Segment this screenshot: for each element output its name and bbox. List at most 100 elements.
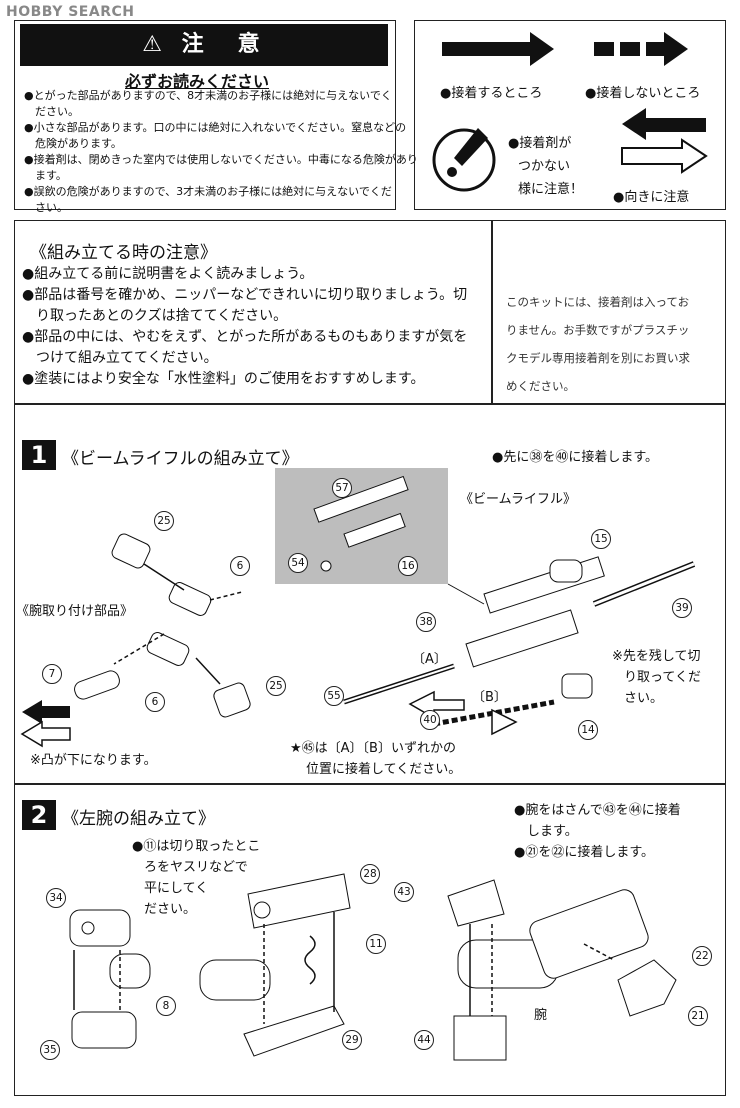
rifle-label: 《ビームライフル》 — [460, 492, 576, 507]
bump-note: ※凸が下になります。 — [30, 753, 157, 768]
warning-item: ●小さな部品があります。口の中には絶対に入れないでください。窒息などの — [24, 121, 407, 134]
part-number-35: 35 — [40, 1040, 60, 1060]
legend-no-glue: ●接着しないところ — [585, 86, 701, 101]
glue-arm-note-line: ●㉑を㉒に接着します。 — [514, 845, 655, 860]
part-number-15: 15 — [591, 529, 611, 549]
cut-note-line: さい。 — [624, 691, 664, 706]
section1-number: 1 — [22, 440, 56, 470]
assembly-note-item: ●組み立てる前に説明書をよく読みましょう。 — [22, 266, 314, 282]
section2-diagram — [69, 873, 677, 1061]
file-note-line: ●⑪は切り取ったとこ — [132, 839, 261, 854]
part-number-57: 57 — [332, 478, 352, 498]
section1-box — [14, 404, 726, 784]
cut-note-line: ※先を残して切 — [612, 649, 701, 664]
part-number-40: 40 — [420, 710, 440, 730]
glue-arm-note-line: ●腕をはさんで㊸を㊹に接着 — [514, 803, 681, 818]
assembly-notes-divider — [491, 220, 493, 404]
adhesive-note-line: クモデル専用接着剤を別にお買い求 — [506, 351, 690, 365]
legend-direction: ●向きに注意 — [613, 190, 690, 205]
warning-subtitle: 必ずお読みください — [125, 72, 270, 91]
left-arm-parts-group-b — [199, 873, 351, 1057]
star-note: ★㊺は〔A〕〔B〕いずれかの 位置に接着してください。 — [290, 738, 461, 780]
part-number-11: 11 — [366, 934, 386, 954]
arm-word-label: 腕 — [534, 1008, 548, 1023]
warning-item: ださい。 — [24, 105, 79, 118]
legend-no-glue-caution: ●接着剤が つかない 様に注意！ — [508, 132, 583, 201]
cut-note: ※先を残して切 り取ってくだ さい。 — [612, 646, 701, 709]
assembly-notes-list: ●組み立てる前に説明書をよく読みましょう。 ●部品は番号を確かめ、ニッパーなどで… — [22, 264, 467, 390]
part-number-43: 43 — [394, 882, 414, 902]
star-note-line: 位置に接着してください。 — [306, 762, 462, 777]
left-arm-parts-group-c — [447, 879, 677, 1061]
adhesive-not-included-note: このキットには、接着剤は入ってお りません。お手数ですがプラスチッ クモデル専用… — [506, 288, 716, 400]
warning-list: ●とがった部品がありますので、8才未満のお子様には絶対に与えないでく ださい。 … — [24, 88, 418, 216]
inset-rifle-parts — [313, 475, 409, 572]
part-number-14: 14 — [578, 720, 598, 740]
assembly-notes-title: 《組み立てる時の注意》 — [30, 243, 217, 263]
warning-item: ます。 — [24, 169, 67, 182]
adhesive-note-line: りません。お手数ですがプラスチッ — [506, 323, 690, 337]
part-number-16: 16 — [398, 556, 418, 576]
adhesive-note-line: めください。 — [506, 379, 575, 393]
part-number-29: 29 — [342, 1030, 362, 1050]
legend-caution-line: 様に注意！ — [518, 182, 584, 197]
part-number-25: 25 — [266, 676, 286, 696]
section1-diagram — [20, 475, 696, 748]
warning-box — [14, 20, 396, 210]
legend-box — [414, 20, 726, 210]
part-number-6: 6 — [230, 556, 250, 576]
left-arrows-icon — [20, 700, 71, 748]
direction-arrows-icon — [621, 108, 708, 174]
section1-title: 《ビームライフルの組み立て》 — [62, 449, 299, 469]
label-a: 〔A〕 — [412, 652, 447, 667]
part-number-8: 8 — [156, 996, 176, 1016]
part-number-6: 6 — [145, 692, 165, 712]
section2-title: 《左腕の組み立て》 — [62, 809, 215, 829]
warning-item: 危険があります。 — [24, 137, 122, 150]
file-flat-note: ●⑪は切り取ったとこ ろをヤスリなどで 平にしてく ださい。 — [132, 836, 260, 920]
part-number-54: 54 — [288, 553, 308, 573]
section1-note-top: ●先に㊳を㊵に接着します。 — [492, 450, 659, 465]
file-note-line: ださい。 — [144, 902, 197, 917]
part-number-25: 25 — [154, 511, 174, 531]
part-number-7: 7 — [42, 664, 62, 684]
star-note-line: ★㊺は〔A〕〔B〕いずれかの — [290, 741, 456, 756]
section2-number: 2 — [22, 800, 56, 830]
assembly-note-item: ●塗装にはより安全な「水性塗料」のご使用をおすすめします。 — [22, 371, 425, 387]
assembly-note-item: ●部品は番号を確かめ、ニッパーなどできれいに切り取りましょう。切 — [22, 287, 468, 303]
part-number-55: 55 — [324, 686, 344, 706]
arm-attachment-parts — [74, 533, 251, 718]
warning-item: ●接着剤は、閉めきった室内では使用しないでください。中毒になる危険があり — [24, 153, 418, 166]
warning-item: ●誤飲の危険がありますので、3才未満のお子様には絶対に与えないでくだ — [24, 185, 392, 198]
assembly-notes-box — [14, 220, 726, 404]
no-glue-caution-icon — [432, 128, 496, 192]
part-number-38: 38 — [416, 612, 436, 632]
watermark-logo: HOBBY SEARCH — [6, 4, 135, 20]
glue-arm-note: ●腕をはさんで㊸を㊹に接着 します。 ●㉑を㉒に接着します。 — [514, 800, 681, 863]
legend-caution-line: ●接着剤が — [508, 136, 572, 151]
part-number-34: 34 — [46, 888, 66, 908]
left-arm-parts-group-a — [69, 909, 151, 1049]
label-b: 〔B〕 — [472, 690, 507, 705]
glue-arm-note-line: します。 — [514, 824, 578, 839]
assembly-note-item: ●部品の中には、やむをえず、とがった所があるものもありますが気を — [22, 329, 468, 345]
cut-note-line: り取ってくだ — [624, 670, 701, 685]
part-number-39: 39 — [672, 598, 692, 618]
file-note-line: 平にしてく — [144, 881, 209, 896]
legend-glue: ●接着するところ — [440, 86, 543, 101]
adhesive-note-line: このキットには、接着剤は入ってお — [506, 295, 690, 309]
part-number-22: 22 — [692, 946, 712, 966]
part-number-28: 28 — [360, 864, 380, 884]
assembly-note-item: り取ったあとのクズは捨ててください。 — [22, 308, 288, 324]
solid-arrow-icon — [442, 32, 554, 66]
warning-item: ●とがった部品がありますので、8才未満のお子様には絶対に与えないでく — [24, 89, 392, 102]
dashed-arrow-icon — [594, 32, 688, 66]
arm-part-label: 《腕取り付け部品》 — [16, 604, 134, 619]
warning-item: さい。 — [24, 201, 68, 214]
beam-rifle-body — [343, 556, 696, 736]
warning-title: ⚠ 注 意 — [20, 24, 388, 66]
file-note-line: ろをヤスリなどで — [144, 860, 248, 875]
part-number-21: 21 — [688, 1006, 708, 1026]
part-number-44: 44 — [414, 1030, 434, 1050]
legend-caution-line: つかない — [518, 159, 571, 174]
